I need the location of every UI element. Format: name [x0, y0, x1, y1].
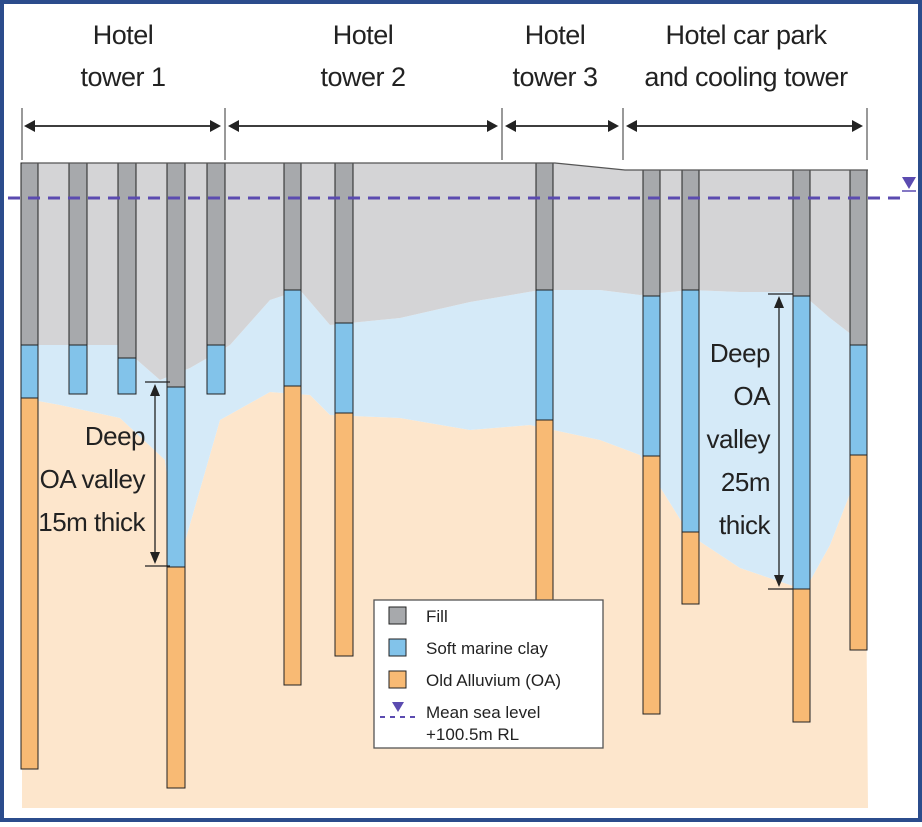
borehole-4-oa	[166, 566, 186, 789]
right-valley-text-3: valley	[707, 424, 771, 454]
header-tower-1-line1: Hotel	[93, 20, 154, 50]
legend-sea-level-icon	[392, 702, 404, 712]
borehole-10-oa	[681, 531, 700, 605]
borehole-6-fill	[283, 162, 302, 291]
header-tower-2-line2: tower 2	[320, 62, 405, 92]
ground-surface-line	[22, 162, 868, 171]
borehole-11-oa	[792, 588, 811, 723]
legend-label-oa: Old Alluvium (OA)	[426, 671, 561, 690]
borehole-5-clay	[206, 344, 226, 395]
right-valley-text-1: Deep	[710, 338, 770, 368]
left-valley-text-3: 15m thick	[38, 507, 146, 537]
legend-box	[373, 599, 604, 749]
sea-level-marker-icon	[902, 177, 916, 189]
borehole-4-clay	[166, 386, 186, 568]
header-tower-2-line1: Hotel	[333, 20, 394, 50]
right-valley-text-5: thick	[719, 510, 771, 540]
borehole-10-clay	[681, 289, 700, 533]
legend: Fill Soft marine clay Old Alluvium (OA) …	[373, 599, 604, 749]
section-span-arrows	[24, 120, 863, 132]
borehole-8-fill	[535, 162, 554, 291]
legend-label-fill: Fill	[426, 607, 448, 626]
borehole-columns	[20, 162, 868, 789]
left-valley-text-1: Deep	[85, 421, 145, 451]
borehole-12-oa	[849, 454, 868, 651]
legend-label-sea-level: Mean sea level	[426, 703, 540, 722]
borehole-7-clay	[334, 322, 354, 414]
legend-label-clay: Soft marine clay	[426, 639, 548, 658]
legend-swatch-clay	[388, 638, 407, 657]
borehole-2-fill	[68, 162, 88, 346]
right-valley-text-4: 25m	[721, 467, 770, 497]
borehole-8-clay	[535, 289, 554, 421]
borehole-1-clay	[20, 344, 39, 399]
left-valley-text-2: OA valley	[40, 464, 146, 494]
borehole-1-oa	[20, 397, 39, 770]
borehole-2-clay	[68, 344, 88, 395]
legend-swatch-fill	[388, 606, 407, 625]
section-dividers	[21, 108, 868, 160]
left-valley-label: Deep OA valley 15m thick	[38, 421, 147, 537]
borehole-9-clay	[642, 295, 661, 457]
borehole-9-fill	[642, 169, 661, 297]
header-tower-1-line2: tower 1	[80, 62, 165, 92]
header-tower-3-line2: tower 3	[512, 62, 597, 92]
borehole-11-fill	[792, 169, 811, 297]
right-valley-label: Deep OA valley 25m thick	[707, 338, 772, 540]
borehole-5-fill	[206, 162, 226, 346]
borehole-7-oa	[334, 412, 354, 657]
header-tower-3-line1: Hotel	[525, 20, 586, 50]
legend-swatch-oa	[388, 670, 407, 689]
borehole-11-clay	[792, 295, 811, 590]
borehole-6-oa	[283, 385, 302, 686]
borehole-3-clay	[117, 357, 137, 395]
right-valley-dimension	[768, 293, 793, 590]
borehole-10-fill	[681, 169, 700, 291]
left-valley-dimension	[145, 381, 170, 567]
borehole-9-oa	[642, 455, 661, 715]
borehole-12-clay	[849, 344, 868, 456]
borehole-7-fill	[334, 162, 354, 324]
borehole-3-fill	[117, 162, 137, 359]
borehole-12-fill	[849, 169, 868, 346]
header-car-park-line1: Hotel car park	[665, 20, 827, 50]
right-valley-text-2: OA	[733, 381, 771, 411]
borehole-1-fill	[20, 162, 39, 346]
header-car-park-line2: and cooling tower	[644, 62, 848, 92]
section-headers: Hotel tower 1 Hotel tower 2 Hotel tower …	[80, 20, 848, 92]
borehole-6-clay	[283, 289, 302, 387]
legend-label-sea-level-rl: +100.5m RL	[426, 725, 519, 744]
